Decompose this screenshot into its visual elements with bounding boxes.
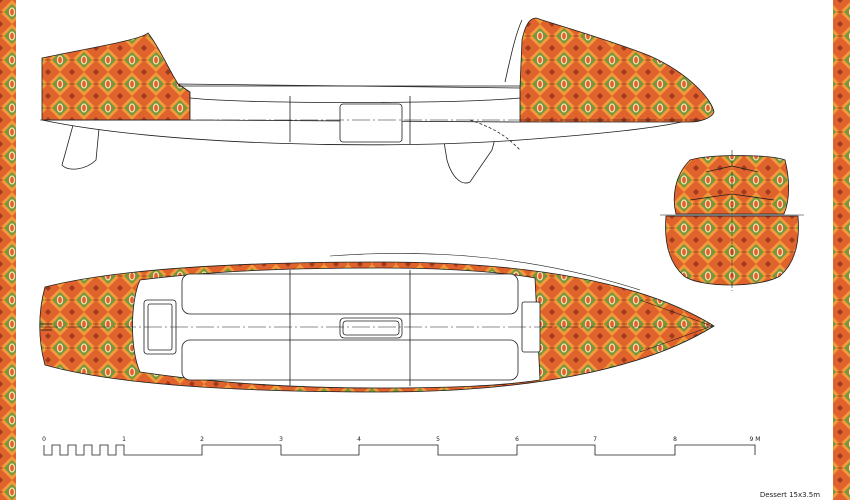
scale-label-0: 0 (42, 436, 46, 443)
plan-view (39, 253, 716, 393)
deck-hatch-lower (181, 339, 519, 381)
side-profile-view (40, 17, 715, 184)
scale-label-1: 1 (122, 436, 126, 443)
scale-bar-line (43, 444, 756, 456)
side-hull-fore (519, 17, 715, 123)
scale-label-2: 2 (200, 436, 204, 443)
scale-label-8: 8 (673, 436, 677, 443)
section-view (660, 150, 804, 292)
scale-label-5: 5 (436, 436, 440, 443)
scale-label-9: 9 M (750, 436, 761, 443)
section-upper (673, 155, 790, 215)
scale-bar: 0 1 2 3 4 5 6 7 8 9 M (42, 436, 761, 456)
rudder (61, 117, 101, 170)
center-hatch (339, 317, 403, 339)
right-border-strip (833, 0, 850, 500)
side-hull-aft (41, 32, 191, 121)
deck-hatch-upper (181, 273, 519, 315)
scale-label-4: 4 (357, 436, 361, 443)
scale-label-6: 6 (515, 436, 519, 443)
drawing-caption: Dessert 15x3.5m (760, 491, 820, 499)
scale-label-7: 7 (593, 436, 597, 443)
side-hatch (339, 103, 403, 143)
scale-label-3: 3 (279, 436, 283, 443)
left-border-strip (0, 0, 16, 500)
